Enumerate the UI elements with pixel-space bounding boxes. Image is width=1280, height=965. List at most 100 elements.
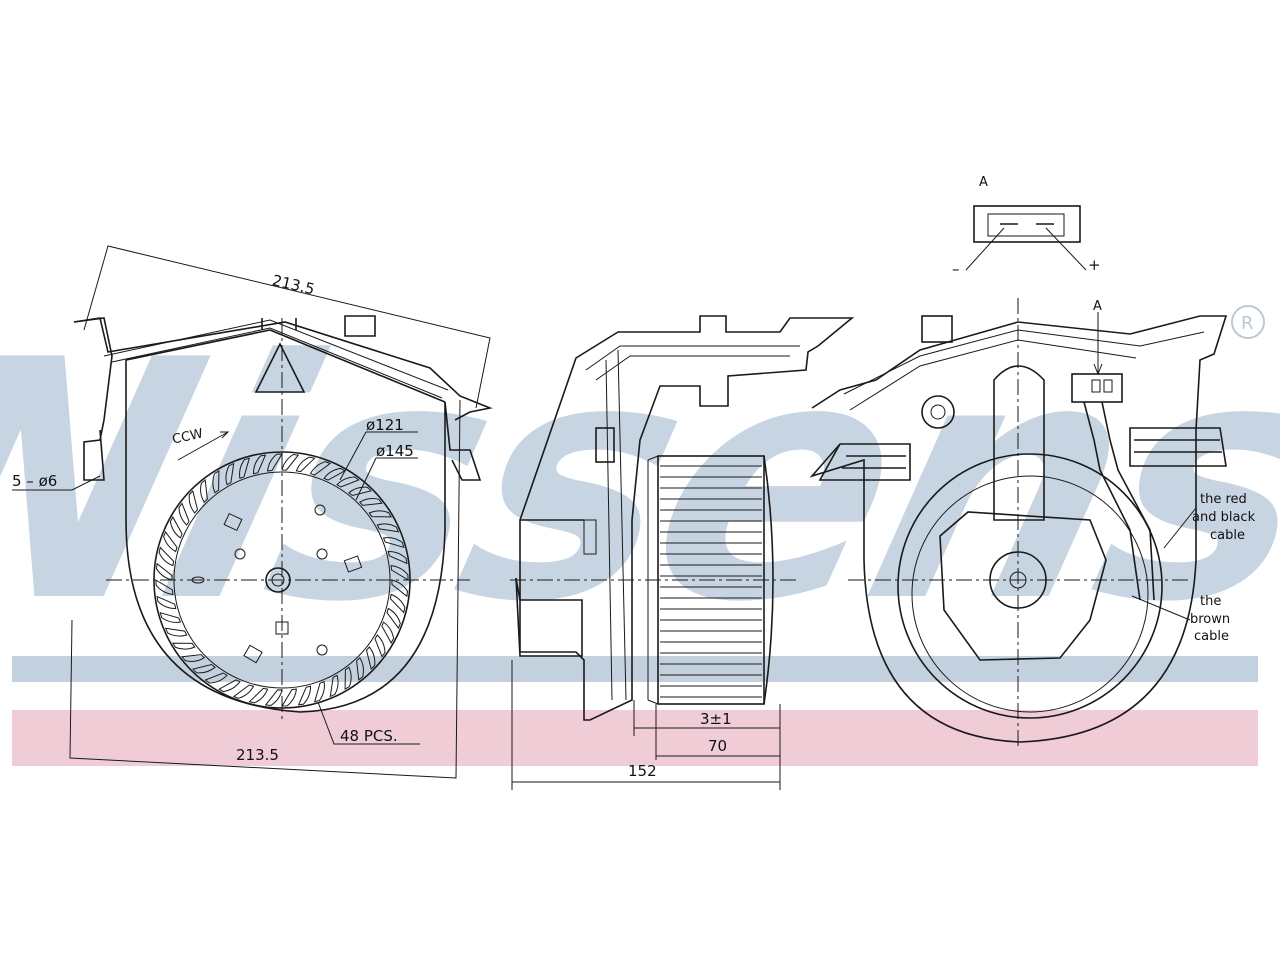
connector-slot xyxy=(987,213,1065,237)
blower-blade xyxy=(225,462,235,486)
motor-cover xyxy=(254,342,306,393)
side-motor-block xyxy=(515,519,584,657)
blower-blade xyxy=(163,530,178,553)
rear-scroll-outer xyxy=(897,453,1163,719)
leader-ccw xyxy=(177,431,230,461)
side-flange xyxy=(583,519,597,555)
note-red-black-2: and black xyxy=(1192,510,1256,525)
wheel-hole xyxy=(316,548,328,560)
front-housing-rim xyxy=(103,319,449,399)
blower-blade xyxy=(281,453,300,471)
pin-minus: – xyxy=(952,260,960,278)
blower-blade xyxy=(348,486,372,497)
side-connector-box xyxy=(595,427,615,463)
blower-blade xyxy=(336,476,360,488)
blower-blade xyxy=(281,688,297,707)
leader-blades xyxy=(317,701,420,745)
wheel-slot xyxy=(223,512,243,532)
wheel-hole xyxy=(314,504,326,516)
dim-line-top xyxy=(83,245,491,409)
connector-arrow-label: A xyxy=(1093,299,1102,314)
dim-width-bottom: 213.5 xyxy=(236,746,279,764)
rear-left-ribs xyxy=(818,443,911,481)
wheel-hole xyxy=(316,644,328,656)
blower-blade xyxy=(381,621,395,644)
rear-connector-pin xyxy=(1103,379,1113,393)
blower-blade xyxy=(204,672,228,684)
dim-line-wheel xyxy=(655,704,781,790)
blower-blade xyxy=(200,479,208,503)
rear-resistor xyxy=(921,395,955,429)
rear-right-ribs xyxy=(1129,427,1227,467)
blower-blade xyxy=(295,456,316,473)
rear-housing-outline xyxy=(809,315,1228,743)
rear-motor-can xyxy=(993,365,1045,521)
front-housing-outline xyxy=(73,317,493,713)
blower-blade xyxy=(172,642,196,650)
blower-blade xyxy=(359,498,383,506)
blower-blade xyxy=(344,666,352,690)
note-red-black-3: cable xyxy=(1210,528,1245,543)
leader-red-black xyxy=(1163,507,1197,549)
blower-blade xyxy=(212,470,220,494)
wheel-slot xyxy=(343,555,363,573)
blower-blade xyxy=(181,654,205,662)
blower-blade xyxy=(323,467,346,481)
blower-blade xyxy=(164,627,188,637)
blower-blade xyxy=(387,550,408,565)
watermark-band-blue xyxy=(12,656,1258,682)
wheel-slot xyxy=(243,644,263,664)
blower-blade xyxy=(252,454,267,475)
cable-harness xyxy=(1083,401,1155,601)
registered-mark: R xyxy=(1241,313,1254,334)
rear-scroll-inner xyxy=(911,475,1149,713)
blower-blade xyxy=(218,679,241,693)
blower-blade xyxy=(239,457,251,480)
dim-leader-holes xyxy=(12,475,101,491)
note-brown-3: cable xyxy=(1194,629,1229,644)
front-left-bracket xyxy=(73,317,113,481)
rotation-label: CCW xyxy=(171,426,205,447)
connector-view-label: A xyxy=(979,175,988,190)
side-view: 3±1 70 152 xyxy=(510,315,855,790)
dim-total: 152 xyxy=(628,762,657,780)
blower-blade xyxy=(329,674,339,698)
blower-blade xyxy=(169,516,183,539)
connector-detail: A – + xyxy=(952,175,1101,278)
blower-blade xyxy=(267,453,283,472)
blower-blade xyxy=(356,657,364,681)
rear-connector xyxy=(1071,373,1123,403)
connector-body xyxy=(973,205,1081,243)
blade-count-label: 48 PCS. xyxy=(340,727,398,745)
side-housing-outline xyxy=(519,315,855,721)
blower-blade xyxy=(178,502,190,526)
blower-blade xyxy=(374,634,386,658)
blower-blade xyxy=(156,595,177,610)
leader-dia xyxy=(339,431,418,501)
rear-connector-arrow xyxy=(1093,312,1103,376)
rear-view: A – + A th xyxy=(809,175,1256,750)
dia-outer-label: ø145 xyxy=(376,442,414,460)
connector-leaders xyxy=(965,227,1087,271)
note-red-black-1: the red xyxy=(1200,492,1247,507)
blower-blade xyxy=(313,680,325,703)
blower-blade xyxy=(188,490,199,514)
blower-blade xyxy=(159,611,182,623)
side-wheel-blades xyxy=(660,465,762,698)
blower-blade xyxy=(158,546,175,567)
blower-blade xyxy=(376,523,400,533)
blower-blades xyxy=(155,453,409,707)
blower-blade xyxy=(309,461,332,476)
dim-line-bottom xyxy=(69,399,461,779)
blower-blade xyxy=(382,537,405,549)
side-housing-inner xyxy=(585,345,800,701)
note-brown-2: brown xyxy=(1190,612,1230,627)
blower-blade xyxy=(389,593,406,614)
dim-holes: 5 – ø6 xyxy=(12,472,57,490)
rear-motor-plate xyxy=(939,511,1107,661)
leader-brown xyxy=(1131,595,1191,621)
registered-mark-circle xyxy=(1231,305,1265,339)
watermark: Nissens R xyxy=(0,291,1280,766)
blower-blade xyxy=(365,646,376,670)
